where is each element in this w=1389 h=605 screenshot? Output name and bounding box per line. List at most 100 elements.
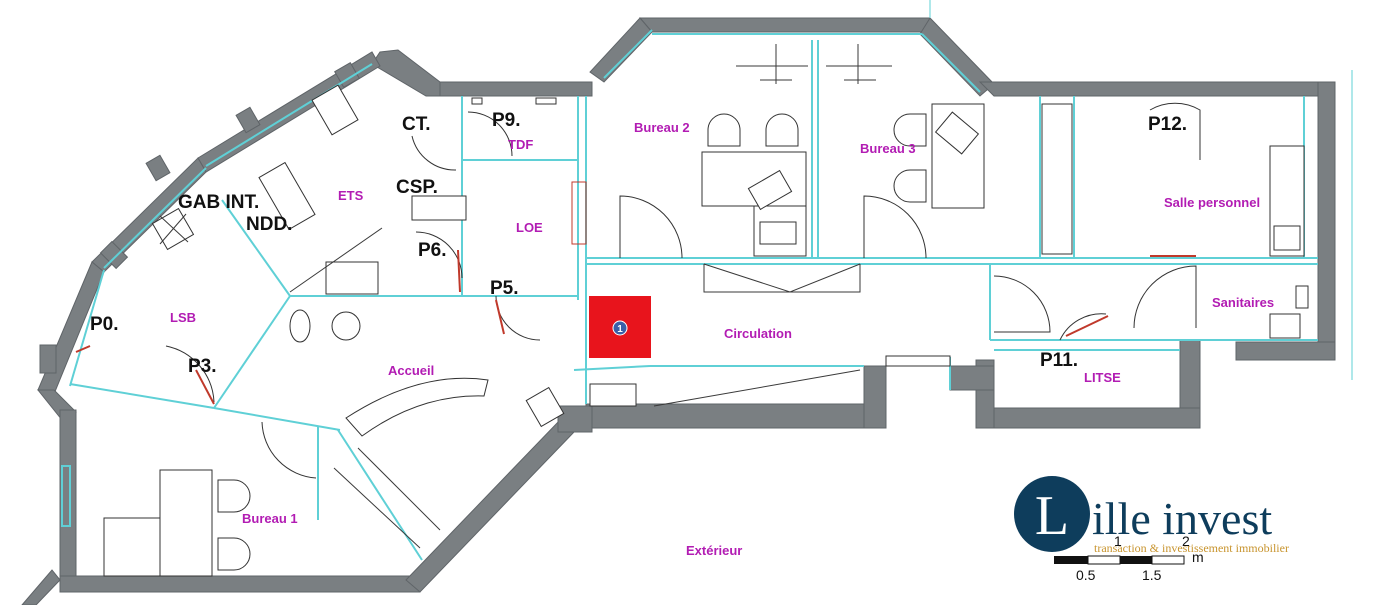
wall-top-right [978, 81, 1336, 97]
door-p12 [1149, 102, 1201, 160]
loe-hatch [571, 181, 587, 245]
pillar-5 [334, 62, 360, 88]
label-bureau3: Bureau 3 [860, 141, 916, 156]
label-lsb: LSB [170, 310, 196, 325]
cabinet-ets [325, 261, 379, 295]
label-bureau2: Bureau 2 [634, 120, 690, 135]
pillar-1 [145, 154, 171, 182]
scale-seg-4 [1151, 555, 1185, 565]
circ-bench-diag [703, 263, 861, 293]
door-ct [411, 135, 457, 171]
door-bureau3 [863, 195, 927, 259]
doorleaf-p3 [195, 369, 215, 405]
scale-tick-2: 2 [1182, 533, 1190, 549]
accueil-lines [333, 467, 421, 549]
door-bureau1 [261, 421, 317, 479]
furniture [61, 84, 1309, 577]
pillar-4 [235, 106, 261, 134]
window-top-left [603, 29, 653, 79]
lille-invest-logo: L ille invest transaction & investisseme… [1014, 476, 1289, 555]
marker-number: 1 [617, 324, 623, 335]
door-litse [993, 275, 1051, 333]
code-p11: P11. [1040, 350, 1078, 371]
wc [1295, 285, 1309, 309]
door-p9 [467, 111, 513, 157]
code-csp: CSP. [396, 177, 438, 198]
doorleaf-p5 [495, 299, 505, 335]
wall-circ-step [863, 365, 887, 429]
accueil-lines-2 [357, 447, 441, 531]
door-sanitaires [1133, 265, 1197, 329]
label-loe: LOE [516, 220, 543, 235]
wall-top [638, 17, 931, 33]
wall-top-left-diagonal [589, 17, 653, 83]
label-ets: ETS [338, 188, 364, 203]
wall-circ-bottom [585, 403, 887, 429]
pillar-3 [39, 344, 57, 374]
wall-bottom-diagonal [405, 419, 575, 593]
window-bureau1 [61, 465, 71, 527]
doorleaf-p6 [457, 249, 461, 293]
pillar-2 [99, 240, 129, 270]
scale-seg-3 [1120, 556, 1152, 564]
fire-panel [589, 383, 637, 407]
doors [75, 102, 1201, 479]
door-bureau2 [619, 195, 683, 259]
code-p0: P0. [90, 314, 119, 335]
marker-badge [612, 320, 628, 336]
scale-tick-15: 1.5 [1142, 567, 1162, 583]
window-curve-upper-left [103, 167, 207, 269]
label-accueil: Accueil [388, 363, 434, 378]
scale-unit: m [1192, 549, 1204, 565]
wall-ets-diagonal [371, 49, 441, 97]
logo-brand: ille invest [1092, 493, 1272, 544]
code-p6: P6. [418, 240, 447, 261]
wall-mid-top [439, 81, 593, 97]
computer-bureau2 [747, 169, 793, 211]
wall-accueil-bottom [213, 407, 341, 431]
ets-diag [289, 227, 383, 293]
scale-seg-1 [1054, 556, 1088, 564]
logo-letter: L [1035, 485, 1069, 547]
chair-bureau3-2 [893, 169, 927, 203]
circ-bench [703, 264, 861, 293]
code-p12: P12. [1148, 114, 1187, 135]
door-p11 [1059, 313, 1107, 341]
desk-bureau1-return [103, 517, 161, 577]
chair-bureau1-2 [217, 537, 251, 571]
stool-2 [331, 311, 361, 341]
window-curve-left [69, 269, 105, 387]
wall-lsb-bottom [69, 383, 215, 409]
door-p3 [165, 345, 215, 403]
scale-seg-2 [1087, 555, 1121, 565]
code-ndd: NDD. [246, 214, 292, 235]
equipment-codes: CT. P9. P12. GAB INT. NDD. CSP. P6. P5. … [90, 110, 1187, 377]
reception-computer [525, 386, 565, 428]
wall-litse-bottom [975, 407, 1201, 429]
exterior-walls [21, 0, 1353, 605]
wall-lsb-ets [221, 199, 291, 297]
location-marker[interactable]: 1 [589, 296, 651, 358]
wall-right-bottom [1235, 341, 1336, 361]
label-litse: LITSE [1084, 370, 1121, 385]
p9-symbol [471, 97, 483, 105]
wall-accueil-diag [337, 429, 423, 561]
code-ct: CT. [402, 114, 431, 135]
chair-bureau2-2 [765, 113, 799, 147]
logo-circle [1014, 476, 1090, 552]
stool-1 [289, 309, 311, 343]
label-circulation: Circulation [724, 326, 792, 341]
scale-bar: 1 2 m 0.5 1.5 [1054, 533, 1204, 583]
chair-bureau3-1 [893, 113, 927, 147]
wash-basin [1269, 313, 1301, 339]
code-gab-int: GAB INT. [178, 192, 259, 213]
logo-tagline: transaction & investissement immobilier [1094, 541, 1289, 555]
door-p5 [495, 295, 541, 341]
wall-bottom-join [557, 405, 593, 433]
label-tdf: TDF [508, 137, 533, 152]
label-bureau1: Bureau 1 [242, 511, 298, 526]
desk-bureau1 [159, 469, 213, 577]
wall-bottom [59, 575, 421, 593]
tdf-symbol [535, 97, 557, 105]
printer-bureau2 [759, 221, 797, 245]
